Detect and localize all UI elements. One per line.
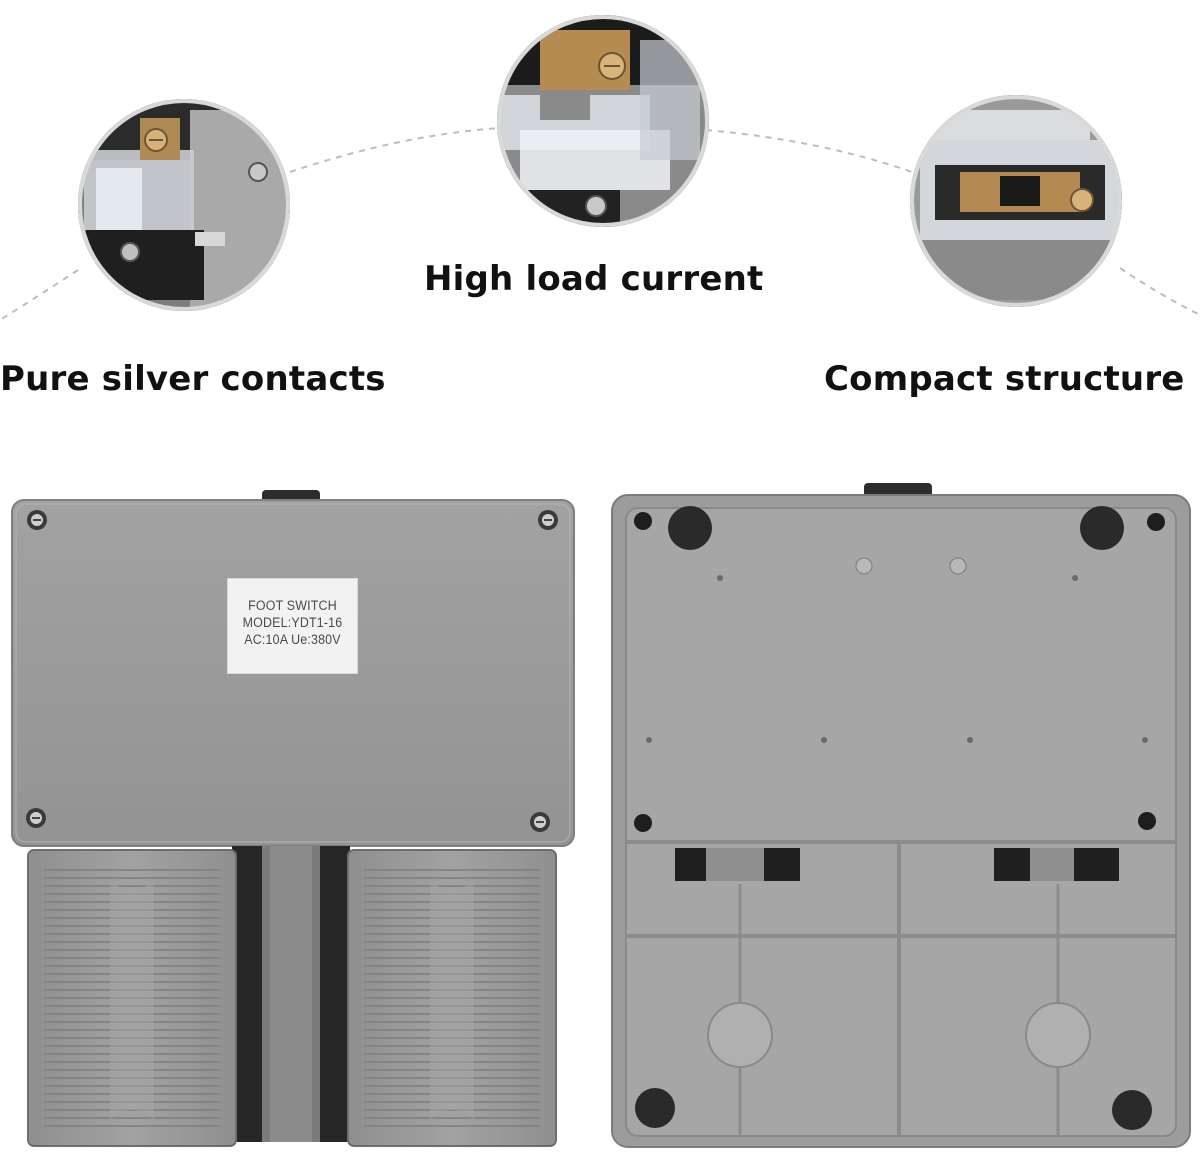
connector-arc xyxy=(0,127,1200,321)
sticker-rating: AC:10A Ue:380V xyxy=(244,632,341,647)
feature-label-silver-contacts: Pure silver contacts xyxy=(0,359,386,399)
back-view-switch xyxy=(611,483,1191,1148)
feature-label-load-current: High load current xyxy=(424,259,764,299)
sticker-model: MODEL:YDT1-16 xyxy=(242,615,343,630)
detail-circle-compact-structure xyxy=(910,95,1122,307)
product-label-sticker: FOOT SWITCH MODEL:YDT1-16 AC:10A Ue:380V xyxy=(227,578,358,674)
sticker-title: FOOT SWITCH xyxy=(248,598,337,613)
feature-label-compact-structure: Compact structure xyxy=(824,359,1185,399)
detail-circle-load-current xyxy=(497,15,709,227)
screw-icon xyxy=(26,510,558,832)
detail-circle-silver-contacts xyxy=(78,99,290,311)
